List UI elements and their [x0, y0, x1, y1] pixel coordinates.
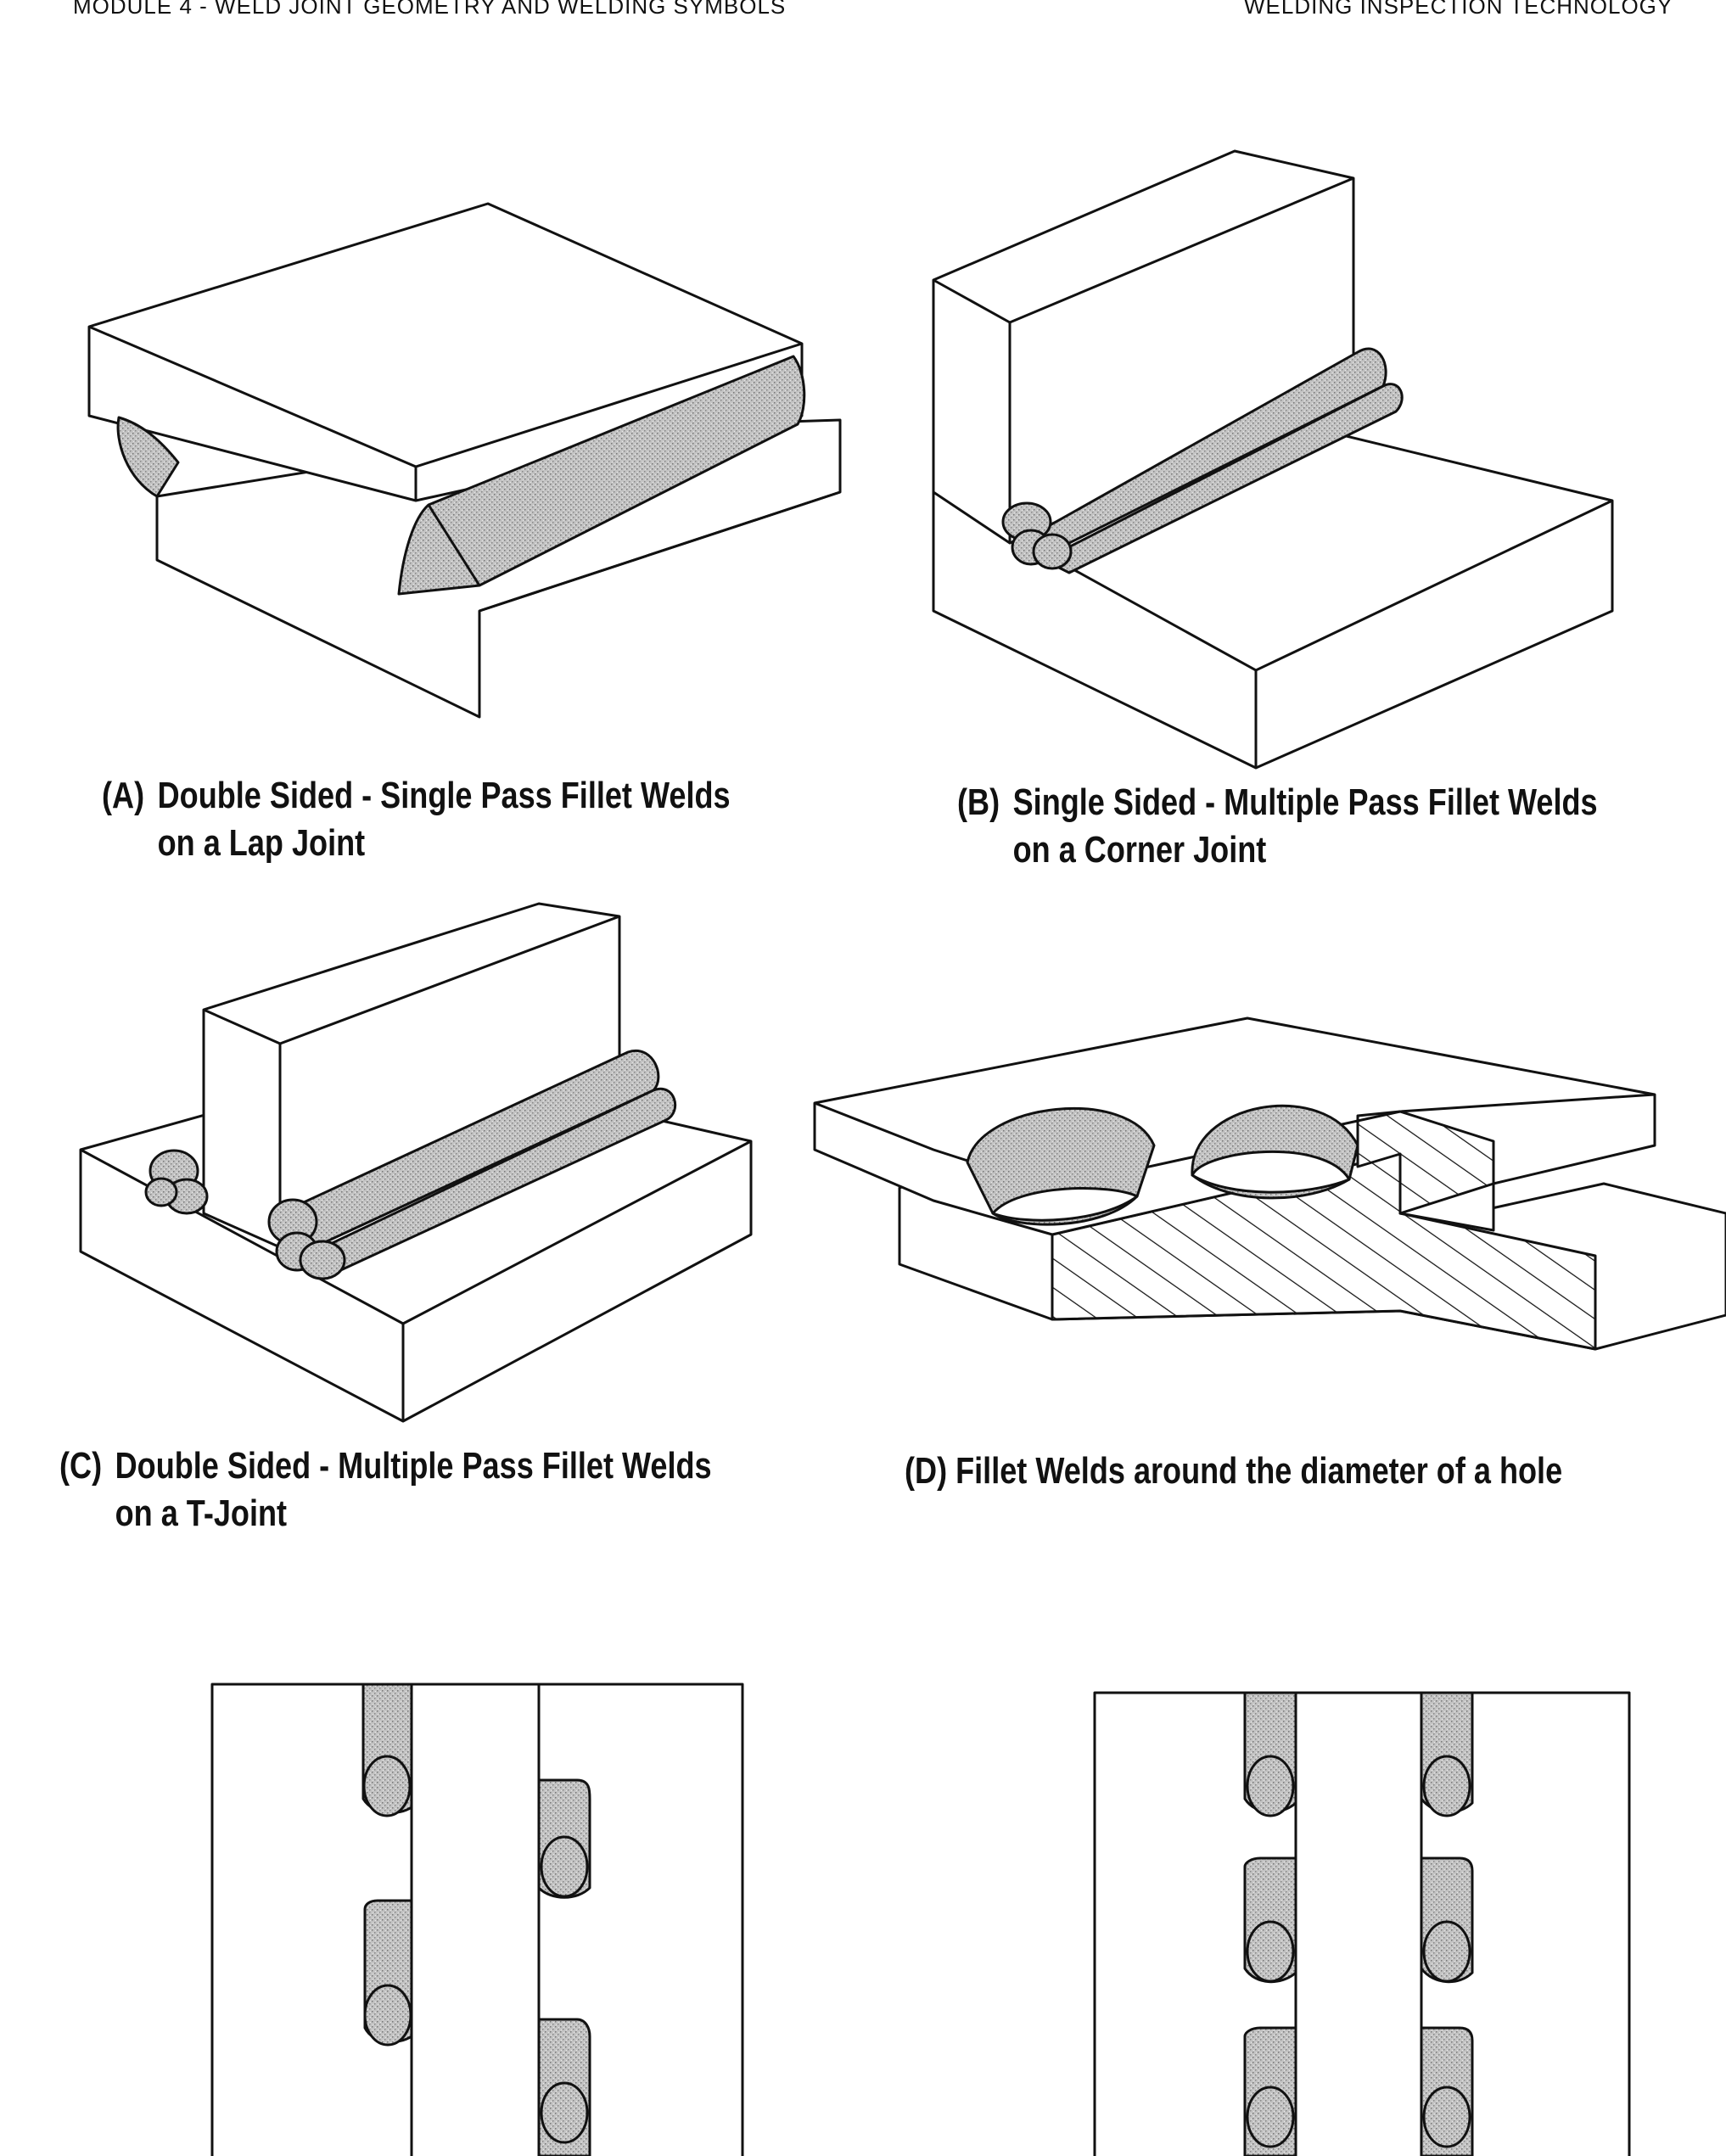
- hole-right-bottom: [1191, 1151, 1351, 1194]
- lap-weld-front: [397, 355, 806, 596]
- corner-weld-bead-3: [1032, 533, 1073, 570]
- staggered-plate: [210, 1683, 744, 2156]
- caption-a-line1: Double Sided - Single Pass Fillet Welds: [157, 775, 731, 816]
- tee-weld-pass-lower: [304, 1087, 677, 1274]
- caption-d-text: (D) Fillet Welds around the diameter of …: [905, 1450, 1563, 1492]
- page-header-module: MODULE 4 - WELD JOINT GEOMETRY AND WELDI…: [73, 0, 787, 19]
- tee-weld-back-3: [144, 1177, 178, 1207]
- caption-d: (D) Fillet Welds around the diameter of …: [905, 1448, 1562, 1495]
- lap-weld-back: [116, 416, 180, 498]
- caption-c-line1: Double Sided - Multiple Pass Fillet Weld…: [115, 1445, 712, 1487]
- figure-d-hole-welds: [813, 1016, 1726, 1351]
- chain-weld-r2-end: [1422, 1920, 1471, 1983]
- figure-a-lap-joint: [87, 202, 842, 719]
- chain-plate: [1093, 1691, 1631, 2156]
- hole-left-bottom: [991, 1187, 1139, 1222]
- figure-b-corner-joint: [932, 149, 1614, 770]
- tee-weld-bead-3: [299, 1240, 346, 1280]
- caption-c: (C) Double Sided - Multiple Pass Fillet W…: [59, 1442, 712, 1537]
- lap-weld-toe: [427, 504, 481, 586]
- caption-c-tag: (C): [59, 1445, 103, 1487]
- chain-weld-l2-end: [1246, 1920, 1295, 1983]
- caption-a-tag: (A): [102, 775, 145, 816]
- figure-c-t-joint: [79, 902, 753, 1423]
- page-header-course: WELDING INSPECTION TECHNOLOGY: [1244, 0, 1673, 19]
- caption-c-line2: on a T-Joint: [115, 1492, 288, 1534]
- figure-e-staggered-intermittent: [210, 1683, 744, 2156]
- caption-b-line1: Single Sided - Multiple Pass Fillet Weld…: [1012, 781, 1598, 823]
- caption-b-line2: on a Corner Joint: [1012, 829, 1267, 871]
- chain-weld-l1-end: [1246, 1755, 1295, 1817]
- chain-weld-r3-end: [1422, 2086, 1471, 2148]
- caption-b-tag: (B): [957, 781, 1000, 823]
- corner-weld-pass-lower: [1042, 383, 1404, 574]
- staggered-weld-2-end: [540, 1835, 589, 1898]
- lap-bottom-plate-edge: [479, 490, 841, 613]
- caption-b: (B) Single Sided - Multiple Pass Fillet W…: [957, 779, 1598, 874]
- figure-f-chain-intermittent: [1093, 1691, 1631, 2156]
- caption-a-line2: on a Lap Joint: [157, 822, 366, 864]
- hole-section-hatch-side: [1356, 1110, 1495, 1215]
- chain-weld-r1-end: [1422, 1755, 1471, 1817]
- staggered-weld-1-end: [362, 1755, 412, 1817]
- chain-weld-l3-end: [1246, 2086, 1295, 2148]
- staggered-weld-3-end: [363, 1984, 412, 2047]
- caption-a: (A) Double Sided - Single Pass Fillet Wel…: [102, 772, 731, 867]
- staggered-weld-4-end: [540, 2081, 589, 2144]
